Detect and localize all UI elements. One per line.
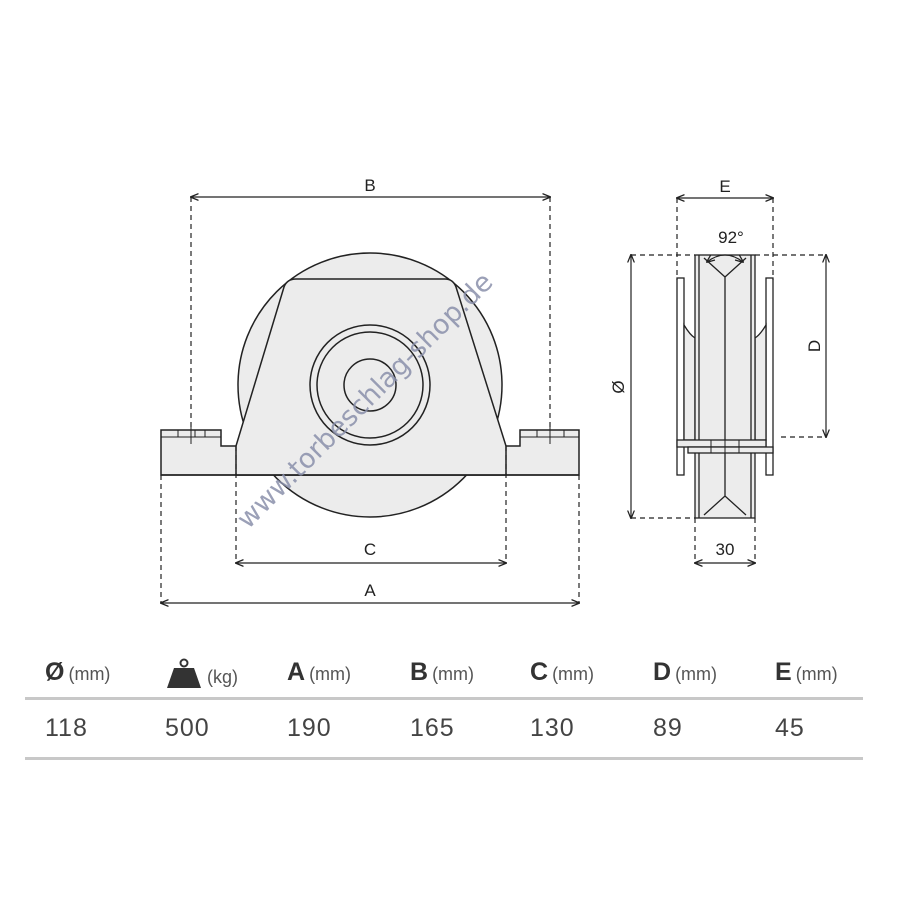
width-label: 30 bbox=[716, 540, 735, 559]
value-b: 165 bbox=[410, 714, 455, 742]
side-dimensions bbox=[631, 198, 826, 563]
spec-table: Ø(mm) (kg) A(mm) B(mm) C(mm) D(mm) E(mm)… bbox=[25, 648, 863, 760]
header-unit: (mm) bbox=[309, 664, 352, 684]
header-key: Ø bbox=[45, 658, 65, 686]
header-c: C(mm) bbox=[530, 658, 594, 687]
header-b: B(mm) bbox=[410, 658, 474, 687]
dim-diameter-label: Ø bbox=[609, 380, 628, 393]
header-load: (kg) bbox=[165, 658, 238, 688]
value-a: 190 bbox=[287, 714, 332, 742]
header-e: E(mm) bbox=[775, 658, 838, 687]
header-diameter: Ø(mm) bbox=[45, 658, 110, 687]
header-key: E bbox=[775, 658, 792, 686]
value-e: 45 bbox=[775, 714, 805, 742]
header-unit: (mm) bbox=[432, 664, 475, 684]
header-key: B bbox=[410, 658, 429, 686]
table-row: 118 500 190 165 130 89 45 bbox=[25, 700, 863, 760]
dim-b-label: B bbox=[364, 176, 375, 195]
header-unit: (mm) bbox=[795, 664, 838, 684]
header-unit: (mm) bbox=[675, 664, 718, 684]
dim-e-label: E bbox=[719, 177, 730, 196]
header-d: D(mm) bbox=[653, 658, 717, 687]
header-key: D bbox=[653, 658, 672, 686]
value-d: 89 bbox=[653, 714, 683, 742]
header-key: A bbox=[287, 658, 306, 686]
value-load: 500 bbox=[165, 714, 210, 742]
value-diameter: 118 bbox=[45, 714, 88, 742]
groove-angle-label: 92° bbox=[718, 228, 744, 247]
header-a: A(mm) bbox=[287, 658, 351, 687]
header-unit: (kg) bbox=[207, 666, 238, 687]
dim-a-label: A bbox=[364, 581, 376, 600]
technical-drawing: B C A E 92° 30 Ø D www.torbeschlag-shop.… bbox=[0, 176, 900, 640]
header-unit: (mm) bbox=[68, 664, 111, 684]
header-key: C bbox=[530, 658, 549, 686]
axle bbox=[343, 358, 397, 412]
dim-c-label: C bbox=[364, 540, 376, 559]
front-dimensions bbox=[161, 197, 579, 603]
value-c: 130 bbox=[530, 714, 575, 742]
header-unit: (mm) bbox=[552, 664, 595, 684]
weight-icon bbox=[167, 658, 201, 688]
front-view bbox=[160, 252, 580, 518]
table-header: Ø(mm) (kg) A(mm) B(mm) C(mm) D(mm) E(mm) bbox=[25, 648, 863, 700]
bracket bbox=[235, 278, 507, 476]
side-view bbox=[676, 254, 774, 519]
hub-outer bbox=[309, 324, 431, 446]
dim-d-label: D bbox=[805, 340, 824, 352]
